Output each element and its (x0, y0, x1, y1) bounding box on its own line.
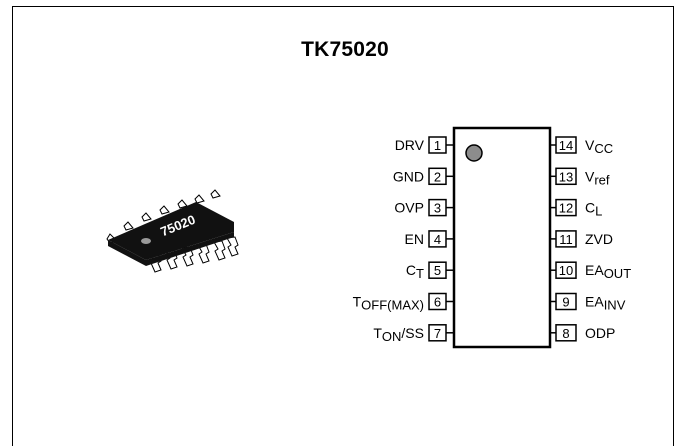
pin-label-right-2: CL (585, 200, 602, 219)
pin-box-8 (555, 324, 577, 342)
pin-number-2: 2 (434, 169, 441, 184)
pin-number-8: 8 (562, 326, 569, 341)
pin-label-right-1: Vref (585, 168, 610, 187)
pin-box-12 (555, 198, 577, 217)
package-illustration: 75020 (106, 189, 239, 273)
pin-label-left-0: DRV (395, 137, 425, 153)
package-body-top (108, 202, 234, 260)
pin-box-10 (555, 261, 577, 279)
pin-label-right-4: EAOUT (585, 262, 631, 281)
pin-number-11: 11 (559, 232, 573, 247)
pin-label-left-1: GND (393, 168, 424, 184)
diagram-frame (12, 6, 674, 446)
pinout-diagram: 1 DRV 2 GND 3 OVP 4 EN 5 CT 6 TOFF(MAX) 7 TON/SS 14 VC… (353, 126, 631, 349)
pin-number-6: 6 (434, 295, 441, 310)
pin-number-3: 3 (434, 201, 441, 216)
pin-label-right-0: VCC (585, 137, 613, 156)
pin-number-10: 10 (559, 263, 573, 278)
package-body-side (108, 232, 234, 266)
pin-number-9: 9 (562, 295, 569, 310)
pin-box-13 (555, 167, 577, 186)
pin-label-left-2: OVP (394, 200, 424, 216)
pin-label-right-3: ZVD (585, 231, 613, 247)
pin-number-12: 12 (559, 201, 573, 216)
pin-box-11 (555, 230, 577, 248)
pin-label-left-5: TOFF(MAX) (353, 294, 424, 313)
pin-label-left-3: EN (405, 231, 424, 247)
pin-number-5: 5 (434, 263, 441, 278)
pin-label-left-6: TON/SS (373, 325, 424, 344)
pin-box-9 (555, 292, 577, 311)
pin-number-1: 1 (434, 138, 441, 153)
chip-title: TK75020 (301, 38, 389, 61)
pin-number-4: 4 (434, 232, 441, 247)
pin-number-7: 7 (434, 326, 441, 341)
pin-number-14: 14 (559, 138, 573, 153)
pin1-dot (141, 238, 151, 244)
pin-label-right-5: EAINV (585, 294, 626, 313)
pin-label-left-4: CT (406, 262, 424, 281)
pin-number-13: 13 (559, 169, 573, 184)
ic-pin1-marker (465, 144, 483, 162)
pin-label-right-6: ODP (585, 325, 615, 341)
pin-box-14 (555, 136, 577, 154)
diagram-canvas: 75020 1 DRV 2 GND 3 OVP 4 EN 5 CT 6 TOFF(MAX) 7 TON/S… (106, 126, 631, 349)
ic-body (452, 126, 552, 349)
